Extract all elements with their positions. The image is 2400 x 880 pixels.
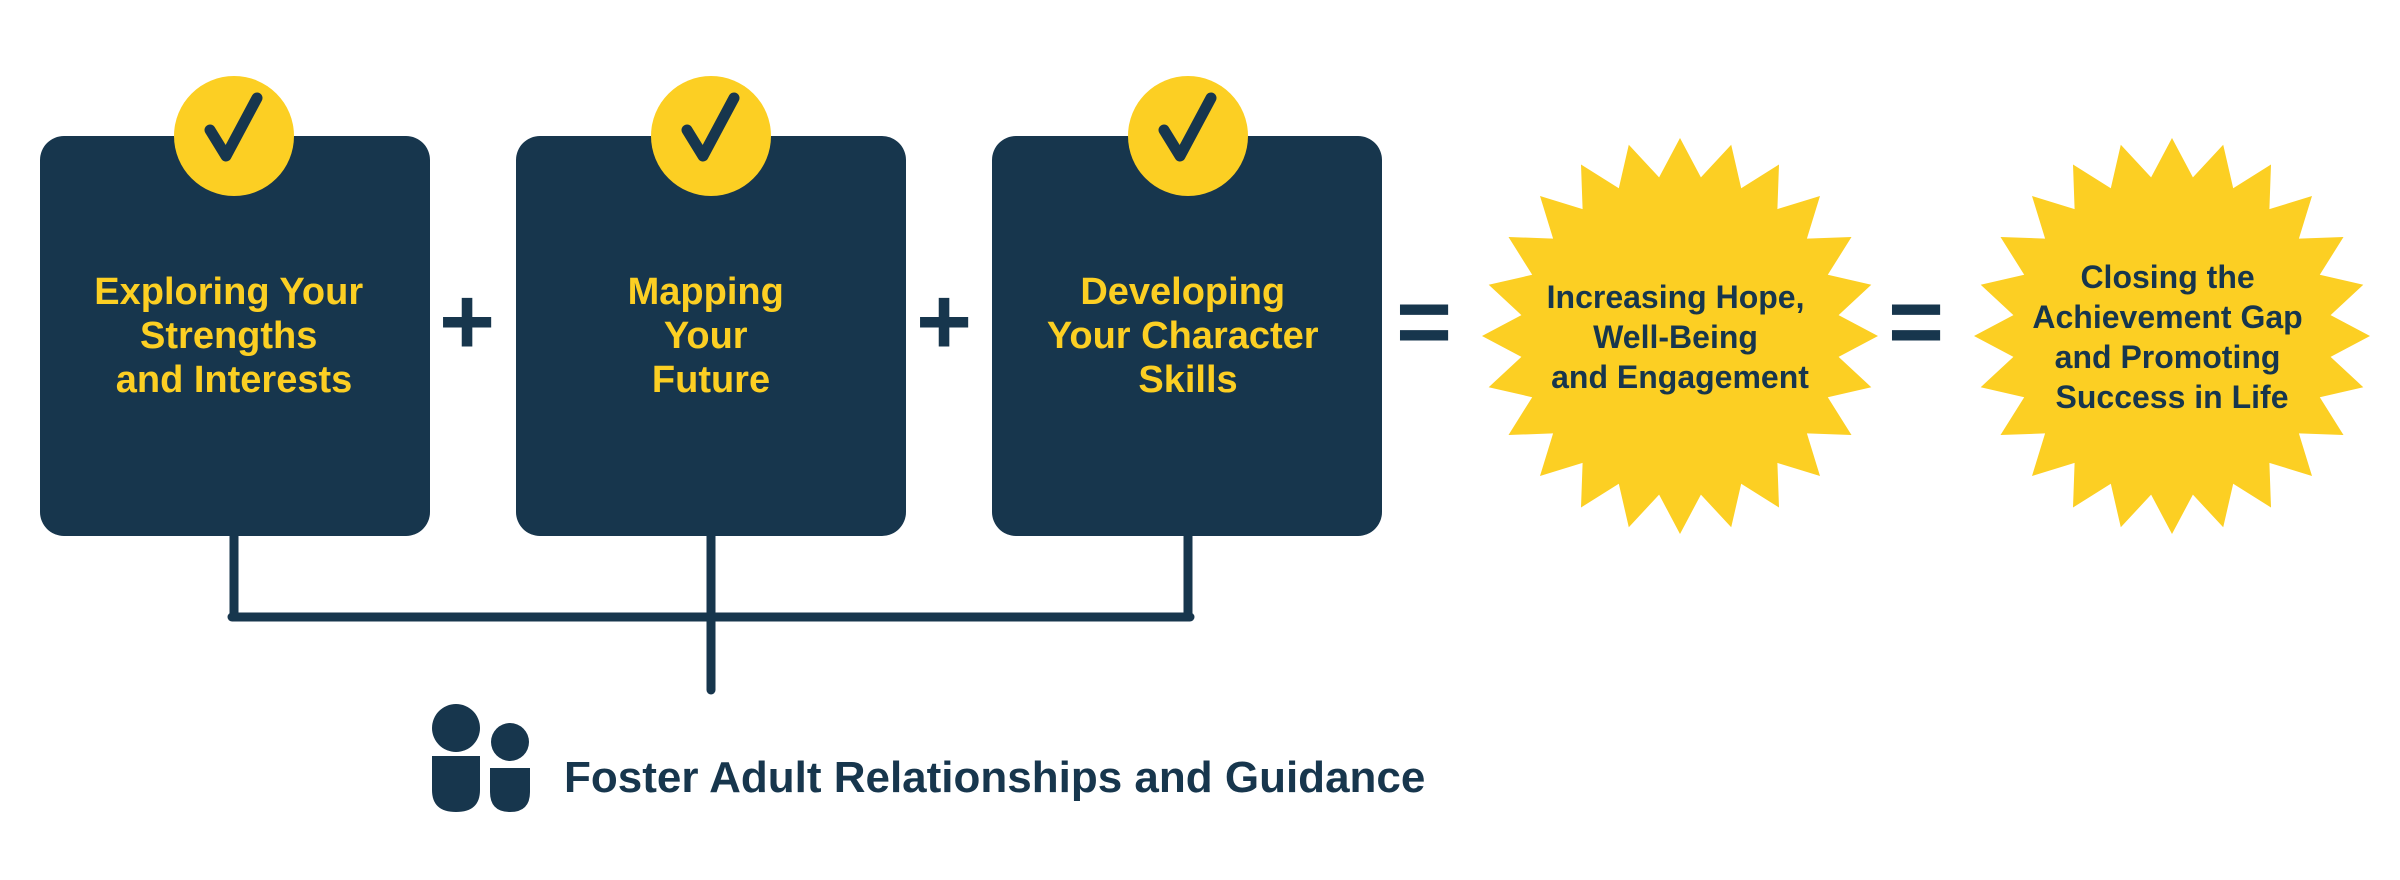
child-body <box>490 768 530 812</box>
adult-body <box>432 756 480 812</box>
checkmark-icon <box>681 92 740 162</box>
outcome-burst-hope: Increasing Hope, Well-Being and Engageme… <box>1482 138 1878 534</box>
equals-operator: = <box>1888 268 1944 375</box>
outcome-burst-achievement: Closing the Achievement Gap and Promotin… <box>1974 138 2370 534</box>
step-box-background <box>40 136 430 536</box>
step-label: Mapping Your Future <box>628 271 795 401</box>
checkmark-icon <box>1158 92 1217 162</box>
footer-label: Foster Adult Relationships and Guidance <box>564 753 1425 802</box>
step-box-background <box>992 136 1382 536</box>
outcome-label: Closing the Achievement Gap and Promotin… <box>2032 259 2311 415</box>
step-box-background <box>516 136 906 536</box>
starburst-shape <box>1482 138 1878 534</box>
people-icon <box>432 704 530 812</box>
step-box-developing: Developing Your Character Skills <box>992 76 1382 536</box>
step-label: Exploring Your Strengths and Interests <box>94 271 373 401</box>
connector-lines <box>227 525 1195 695</box>
equals-operator: = <box>1396 268 1452 375</box>
adult-head <box>432 704 480 752</box>
step-box-exploring: Exploring Your Strengths and Interests <box>40 76 430 536</box>
child-head <box>491 723 529 761</box>
step-label: Developing Your Character Skills <box>1047 271 1329 401</box>
plus-operator: + <box>439 268 495 375</box>
step-box-mapping: Mapping Your Future <box>516 76 906 536</box>
plus-operator: + <box>916 268 972 375</box>
outcome-label: Increasing Hope, Well-Being and Engageme… <box>1547 279 1814 395</box>
starburst-shape <box>1974 138 2370 534</box>
checkmark-icon <box>204 92 263 162</box>
